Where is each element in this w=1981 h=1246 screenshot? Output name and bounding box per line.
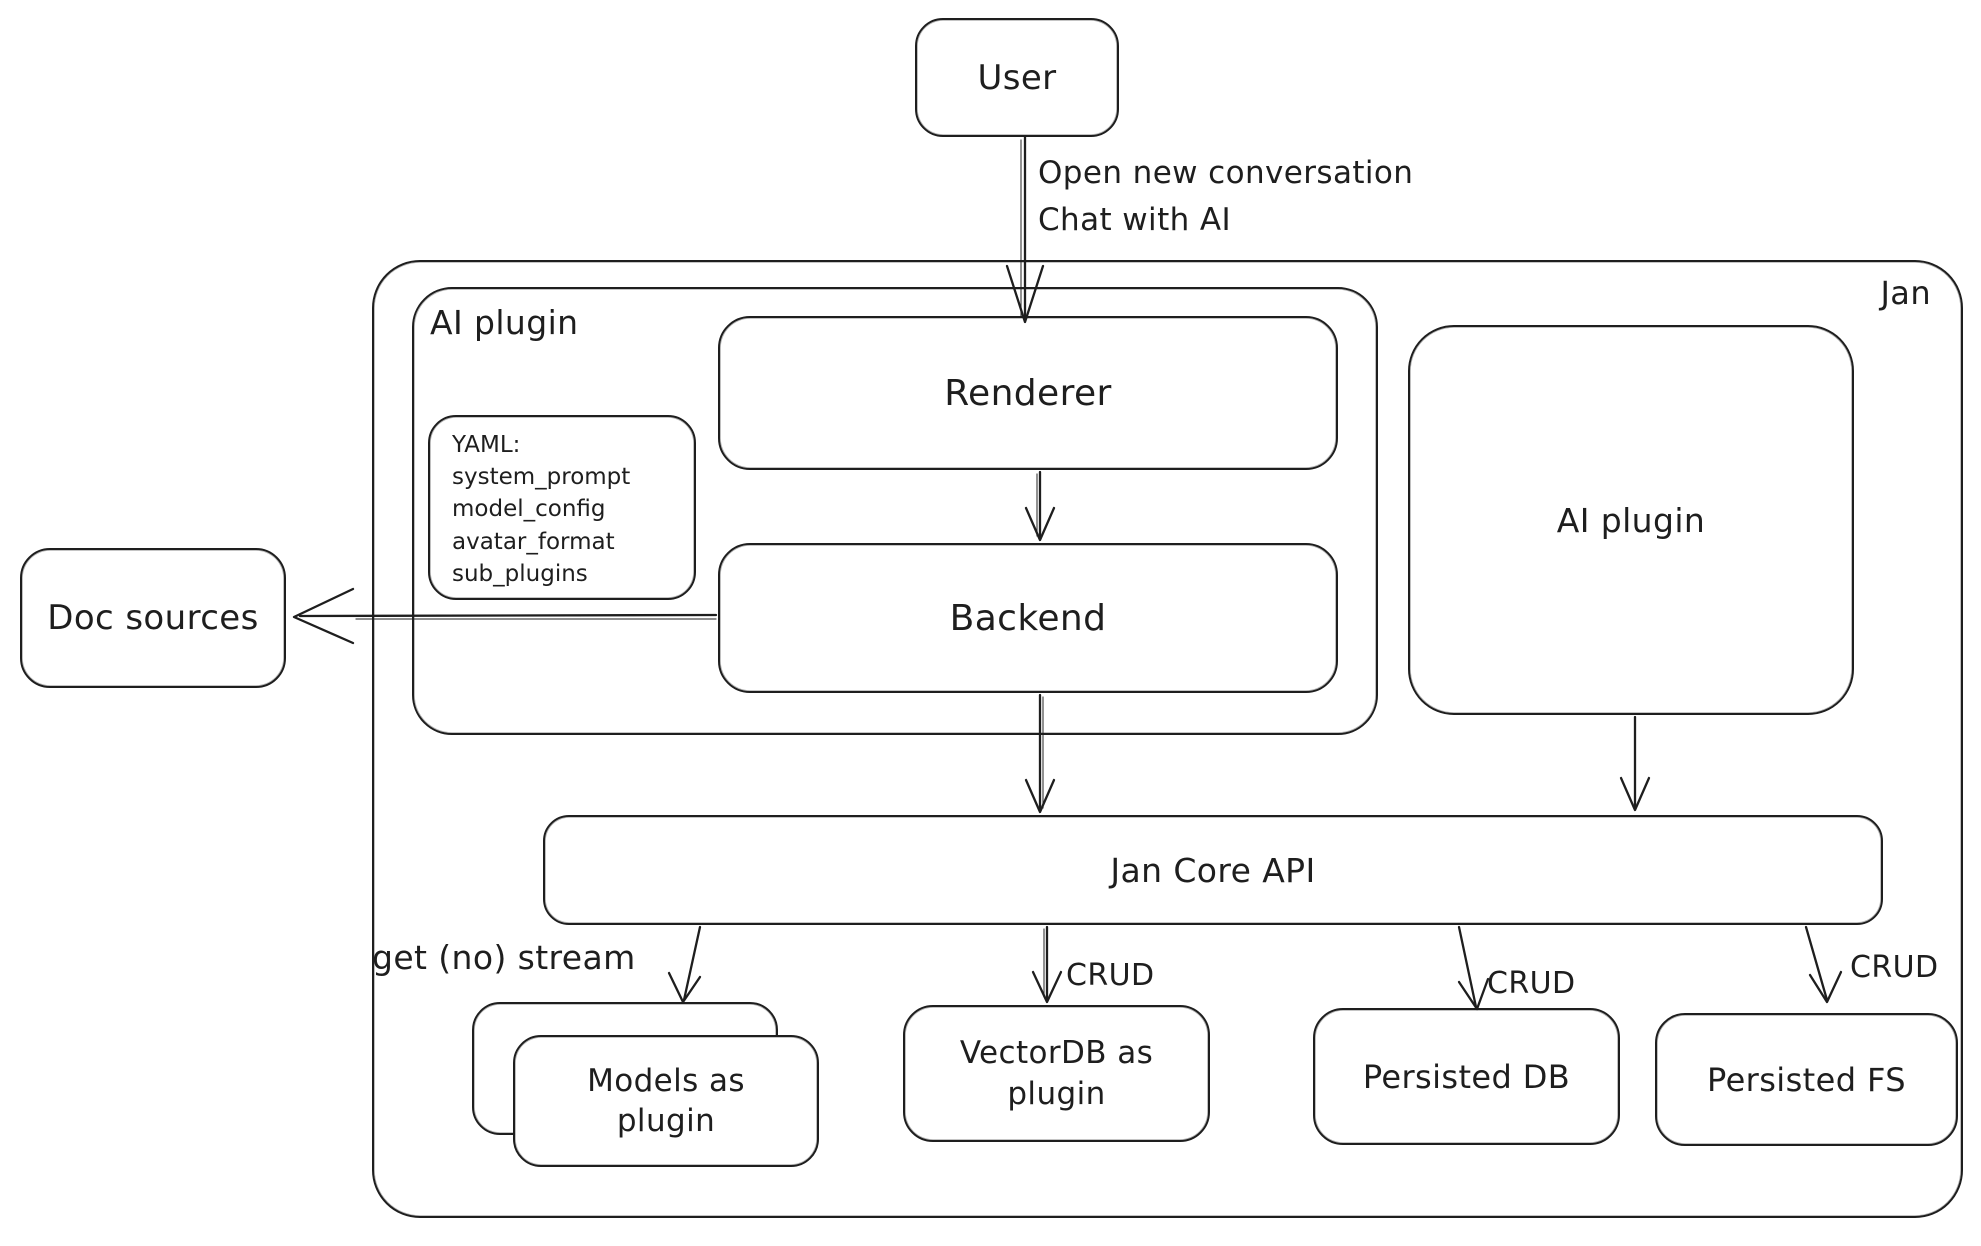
persisted-fs-node: Persisted FS — [1655, 1013, 1958, 1146]
renderer-label: Renderer — [944, 372, 1112, 414]
user-node: User — [915, 18, 1119, 137]
yaml-note-text: YAML: system_prompt model_config avatar_… — [452, 429, 630, 590]
renderer-node: Renderer — [718, 316, 1338, 470]
persisted-fs-label: Persisted FS — [1707, 1060, 1906, 1099]
yaml-note: YAML: system_prompt model_config avatar_… — [428, 415, 696, 600]
user-flow-edge-label-line1: Open new conversation — [1038, 155, 1414, 191]
backend-node: Backend — [718, 543, 1338, 693]
ai-plugin-right-node: AI plugin — [1408, 325, 1854, 715]
user-label: User — [977, 57, 1057, 98]
vectordb-plugin-node: VectorDB as plugin — [903, 1005, 1210, 1142]
get-stream-edge-label: get (no) stream — [372, 938, 636, 977]
user-flow-edge-label-line2: Chat with AI — [1038, 201, 1232, 238]
jan-label: Jan — [1880, 274, 1931, 312]
yaml-line: YAML: — [452, 432, 521, 458]
arrow-head — [292, 587, 355, 645]
models-plugin-node: Models as plugin — [513, 1035, 819, 1167]
crud-label-persisted-db: CRUD — [1487, 966, 1576, 1001]
yaml-line: sub_plugins — [452, 560, 588, 587]
vectordb-plugin-label: VectorDB as plugin — [959, 1035, 1154, 1112]
jan-core-api-label: Jan Core API — [1110, 850, 1316, 890]
persisted-db-label: Persisted DB — [1362, 1057, 1571, 1096]
yaml-line: avatar_format — [452, 528, 615, 555]
user-flow-edge-label: Open new conversation Chat with AI — [1038, 150, 1413, 243]
models-plugin-label: Models as plugin — [587, 1062, 745, 1139]
persisted-db-node: Persisted DB — [1313, 1008, 1620, 1145]
ai-plugin-inner-label: AI plugin — [430, 303, 579, 342]
crud-label-persisted-fs: CRUD — [1850, 950, 1939, 985]
doc-sources-node: Doc sources — [20, 548, 286, 688]
jan-core-api-node: Jan Core API — [543, 815, 1883, 925]
yaml-line: system_prompt — [452, 464, 631, 491]
backend-label: Backend — [949, 597, 1107, 639]
crud-label-vectordb: CRUD — [1066, 958, 1155, 993]
yaml-line: model_config — [452, 496, 606, 523]
doc-sources-label: Doc sources — [47, 598, 259, 638]
ai-plugin-right-label: AI plugin — [1556, 500, 1706, 540]
